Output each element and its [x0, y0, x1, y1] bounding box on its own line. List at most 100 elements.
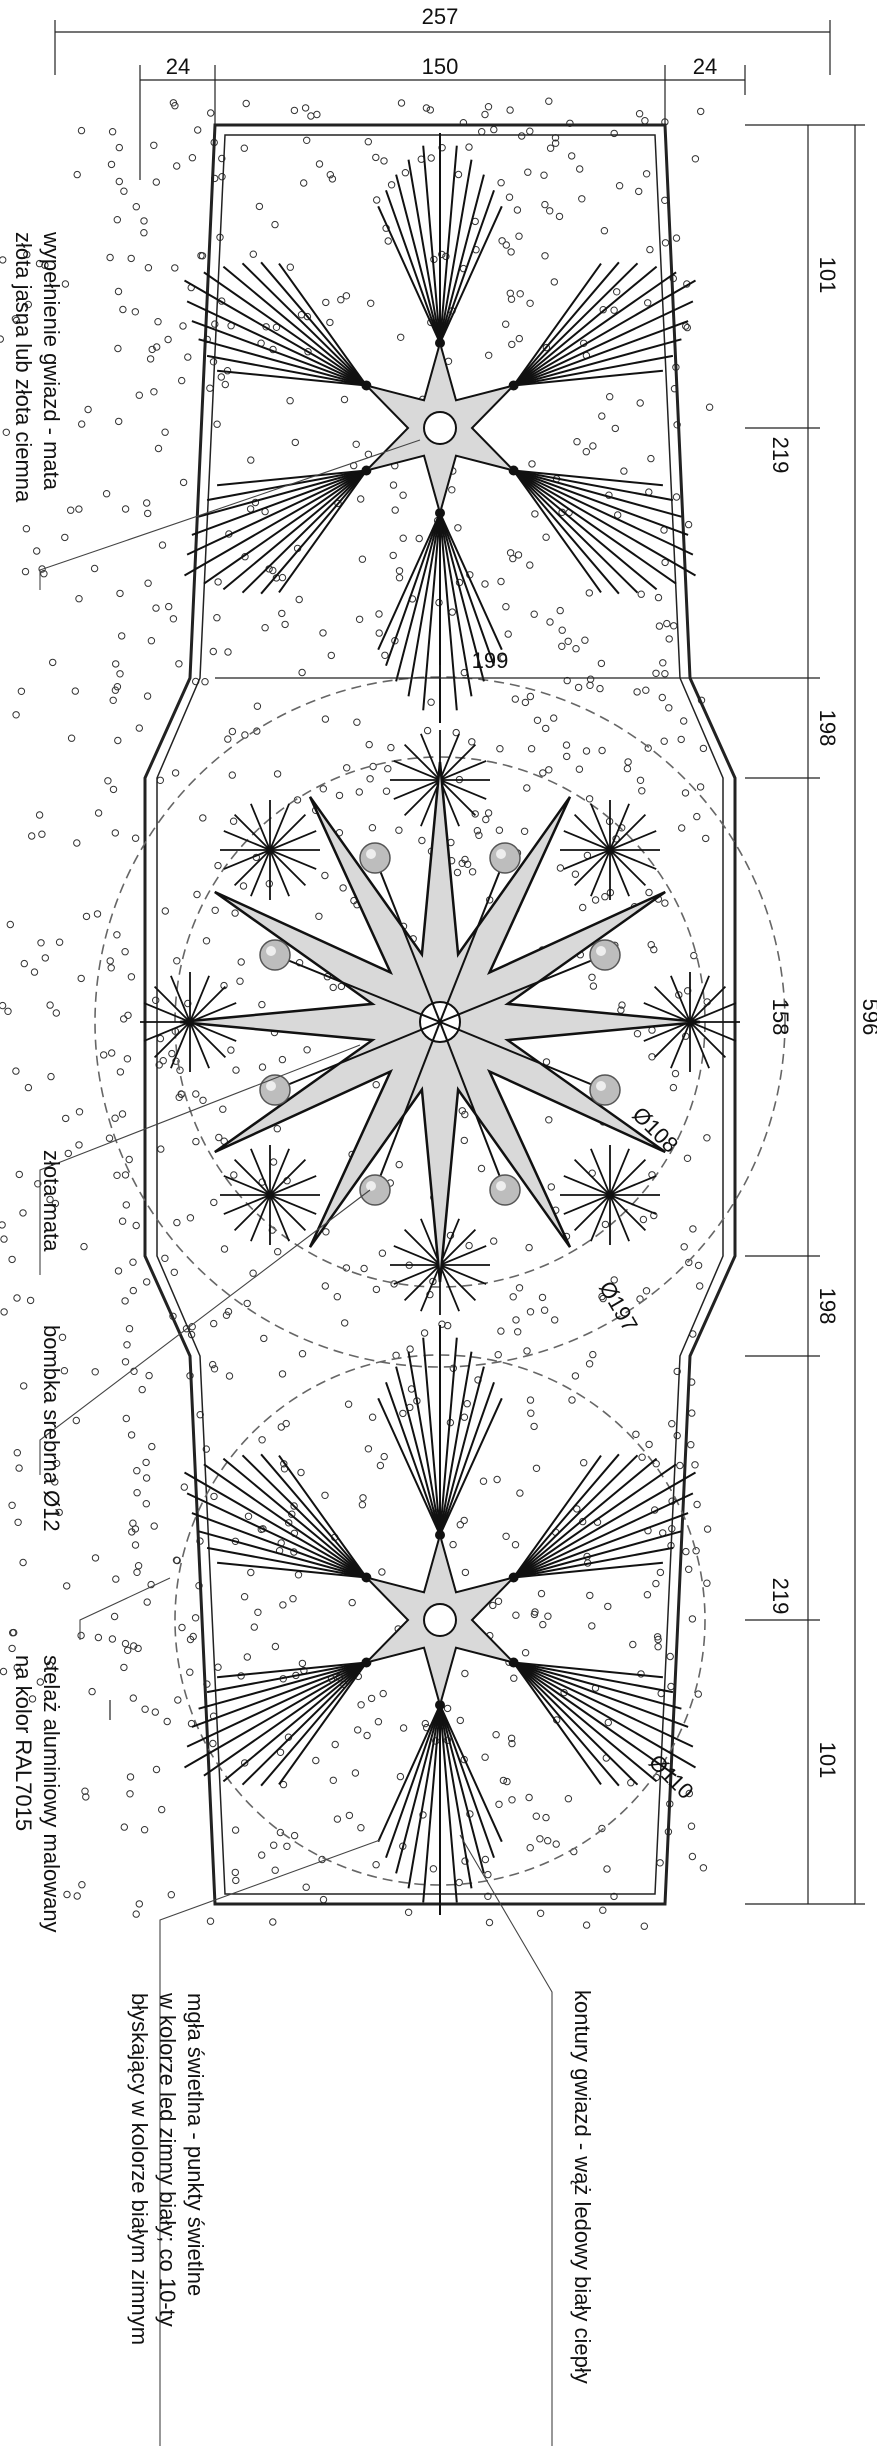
light-point — [143, 1598, 151, 1606]
light-point — [589, 982, 598, 990]
light-point — [133, 1467, 141, 1475]
light-point — [358, 555, 367, 563]
ray-line — [217, 369, 367, 387]
light-point — [530, 1422, 538, 1431]
light-point — [380, 1452, 388, 1461]
light-point — [102, 490, 111, 498]
light-point — [526, 127, 534, 135]
light-point — [481, 580, 489, 588]
light-point — [61, 1114, 70, 1123]
light-point — [213, 420, 221, 428]
light-point — [636, 399, 644, 407]
light-point — [545, 97, 553, 105]
ray-line — [385, 189, 441, 344]
light-point — [232, 1876, 240, 1885]
light-point — [217, 373, 226, 381]
light-point — [461, 1669, 469, 1678]
light-point — [465, 1241, 473, 1250]
light-point — [546, 207, 554, 215]
light-point — [618, 1001, 626, 1009]
light-point — [354, 1726, 362, 1734]
ray-line — [439, 512, 495, 667]
light-point — [372, 153, 380, 162]
light-point — [189, 1632, 197, 1641]
light-point — [220, 1245, 229, 1253]
bauble-highlight — [366, 1181, 376, 1191]
light-point — [384, 237, 392, 245]
light-point — [40, 570, 48, 578]
light-point — [637, 590, 645, 598]
light-point — [254, 1608, 262, 1617]
ray-line — [422, 1704, 441, 1903]
light-point — [179, 478, 188, 487]
light-point — [209, 647, 218, 656]
light-point — [568, 1396, 576, 1404]
light-point — [143, 1278, 151, 1286]
light-point — [675, 991, 683, 999]
light-point — [563, 676, 571, 685]
light-point — [229, 817, 238, 825]
light-point — [689, 1225, 697, 1233]
ray-line — [512, 262, 639, 387]
light-point — [579, 903, 587, 912]
ray-line — [439, 145, 458, 344]
light-point — [497, 1327, 505, 1335]
light-point — [288, 1510, 296, 1518]
light-point — [599, 1294, 607, 1303]
light-point — [532, 1812, 540, 1820]
light-point — [453, 868, 462, 877]
light-point — [599, 1906, 607, 1914]
light-point — [297, 1468, 305, 1477]
light-point — [391, 637, 399, 645]
light-point — [274, 1248, 282, 1256]
bauble — [589, 1074, 621, 1106]
light-point — [173, 162, 181, 170]
light-point — [531, 510, 539, 518]
light-point — [178, 376, 186, 385]
light-point — [673, 1367, 681, 1376]
light-point — [661, 239, 670, 247]
light-point — [357, 1701, 365, 1709]
light-point — [269, 1918, 277, 1926]
light-point — [219, 1105, 227, 1113]
light-point — [429, 1277, 437, 1286]
light-point — [224, 1307, 233, 1316]
bauble-string — [439, 1021, 606, 1091]
light-point — [51, 1199, 60, 1208]
light-point — [372, 1285, 381, 1294]
light-point — [419, 1811, 427, 1819]
bauble — [259, 939, 291, 971]
light-point — [680, 1243, 688, 1251]
ray-line — [222, 1661, 368, 1783]
light-point — [373, 196, 381, 204]
light-point — [120, 187, 128, 195]
light-point — [632, 1430, 640, 1439]
light-point — [454, 524, 462, 532]
light-point — [682, 1547, 690, 1556]
light-point — [540, 1306, 549, 1314]
light-point — [611, 424, 619, 433]
bauble-string — [374, 1021, 441, 1191]
light-point — [19, 1209, 27, 1217]
ray-line — [512, 1453, 620, 1579]
light-point — [118, 1110, 127, 1118]
light-point — [17, 687, 26, 695]
light-point — [511, 1541, 520, 1549]
light-point — [454, 170, 463, 179]
light-point — [244, 1512, 253, 1521]
light-point — [623, 764, 632, 773]
ray-line — [191, 1512, 367, 1579]
light-point — [135, 391, 144, 399]
light-point — [191, 1614, 200, 1622]
ray-line — [513, 1463, 677, 1579]
light-point — [387, 743, 395, 752]
light-point — [47, 1072, 55, 1081]
light-point — [406, 1345, 414, 1353]
light-point — [161, 907, 170, 915]
light-point — [703, 1525, 712, 1533]
light-point — [209, 1360, 217, 1369]
light-point — [126, 1773, 135, 1781]
light-point — [364, 1445, 373, 1453]
bauble-highlight — [596, 946, 606, 956]
light-point — [52, 1009, 60, 1017]
